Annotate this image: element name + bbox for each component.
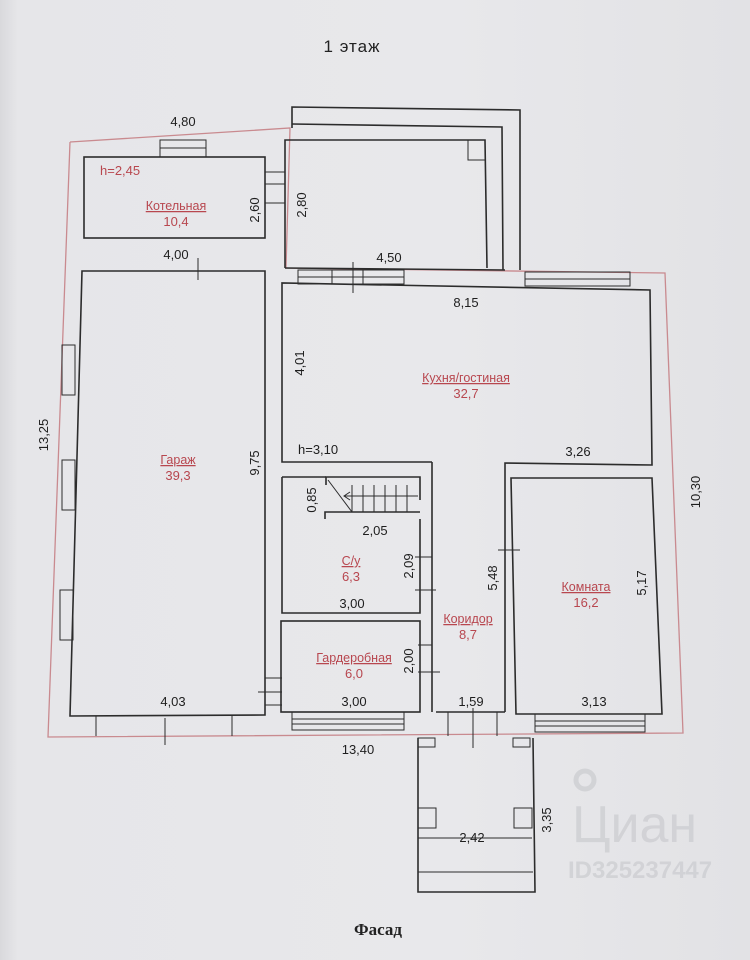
dim-corridor-bottom: 1,59 (458, 694, 483, 709)
kitchen-height: h=3,10 (298, 442, 338, 457)
dim-corridor-side: 5,48 (485, 565, 500, 590)
room-corridor (436, 549, 520, 748)
bathroom-name: С/у (342, 554, 362, 568)
dim-bath-bottom: 3,00 (339, 596, 364, 611)
bedroom-area: 16,2 (573, 595, 598, 610)
dim-left-total: 13,25 (36, 419, 51, 452)
dim-porch-width: 2,42 (459, 830, 484, 845)
dim-porch-depth: 3,35 (539, 807, 554, 832)
watermark-id: ID325237447 (568, 857, 712, 884)
wardrobe-name: Гардеробная (316, 651, 392, 665)
room-wardrobe (280, 620, 440, 731)
watermark: Циан ID325237447 (568, 768, 712, 884)
dim-garage-side: 9,75 (247, 450, 262, 475)
facade-label: Фасад (354, 920, 402, 939)
watermark-brand: Циан (572, 796, 697, 854)
dim-boiler-bottom: 4,00 (163, 247, 188, 262)
dim-wardrobe-side: 2,00 (401, 648, 416, 673)
dim-kitchen-side: 4,01 (292, 350, 307, 375)
terrace (284, 106, 521, 271)
bathroom-area: 6,3 (342, 569, 360, 584)
dim-boiler-side: 2,60 (247, 197, 262, 222)
corridor-area: 8,7 (459, 627, 477, 642)
room-boiler (83, 139, 285, 239)
dim-terrace-bottom: 4,50 (376, 250, 401, 265)
boiler-height: h=2,45 (100, 163, 140, 178)
dim-total-bottom: 13,40 (342, 742, 375, 757)
dim-room-side: 5,17 (634, 570, 649, 595)
kitchen-area: 32,7 (453, 386, 478, 401)
room-garage (59, 237, 282, 745)
room-kitchen-living (281, 262, 653, 712)
dim-stair-width: 2,05 (362, 523, 387, 538)
dim-kitchen-bottom-right: 3,26 (565, 444, 590, 459)
room-bedroom (510, 477, 663, 733)
dim-kitchen-top: 8,15 (453, 295, 478, 310)
porch (417, 737, 536, 893)
boiler-name: Котельная (146, 199, 207, 213)
dim-terrace-side: 2,80 (294, 192, 309, 217)
staircase (324, 476, 421, 519)
corridor-name: Коридор (443, 612, 492, 626)
bedroom-name: Комната (562, 580, 611, 594)
wardrobe-area: 6,0 (345, 666, 363, 681)
garage-name: Гараж (160, 453, 196, 467)
dim-room-bottom: 3,13 (581, 694, 606, 709)
outer-boundary (47, 127, 684, 738)
dim-stair: 0,85 (304, 487, 319, 512)
kitchen-name: Кухня/гостиная (422, 371, 510, 385)
dim-bath-side: 2,09 (401, 553, 416, 578)
floor-title: 1 этаж (324, 37, 381, 56)
boiler-area: 10,4 (163, 214, 188, 229)
dim-wardrobe-bottom: 3,00 (341, 694, 366, 709)
dim-right-total: 10,30 (688, 476, 703, 509)
dim-top-boiler: 4,80 (170, 114, 195, 129)
garage-area: 39,3 (165, 468, 190, 483)
room-bathroom (281, 476, 436, 712)
watermark-pin-icon (573, 768, 597, 792)
dim-garage-bottom: 4,03 (160, 694, 185, 709)
